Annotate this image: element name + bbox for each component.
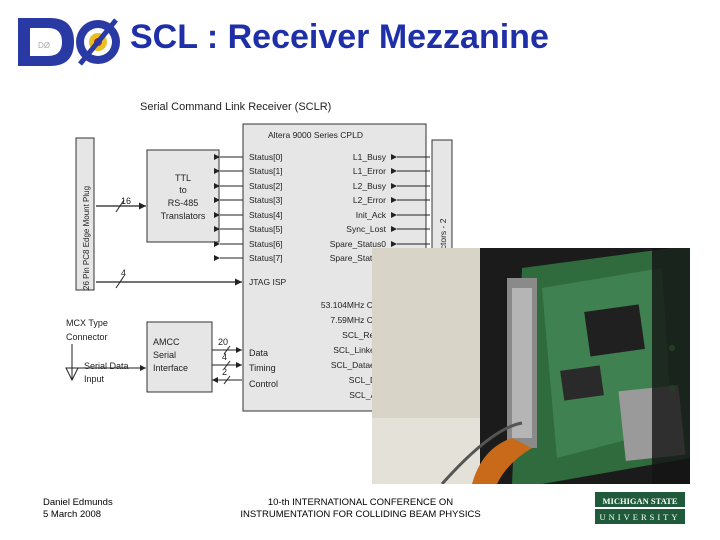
translator-line: to <box>179 185 187 195</box>
right-signal: SCL_Ready <box>342 330 389 340</box>
right-signal: L1_Error <box>353 166 386 176</box>
right-signal: SCL_ACK <box>349 390 388 400</box>
translator-box <box>146 149 220 243</box>
cpld-input-label: Control <box>249 379 278 389</box>
mcx-label: Connector <box>66 332 108 342</box>
conference-line: INSTRUMENTATION FOR COLLIDING BEAM PHYSI… <box>240 509 481 520</box>
msu-line: MICHIGAN STATE <box>602 496 677 506</box>
right-signal: L2_Error <box>353 195 386 205</box>
status-pin: Status[1] <box>249 166 283 176</box>
jtag-label: JTAG ISP <box>249 277 286 287</box>
conference-line: 10-th INTERNATIONAL CONFERENCE ON <box>267 497 454 508</box>
right-signal: Sync_Lost <box>346 224 386 234</box>
cpld-label: Altera 9000 Series CPLD <box>268 130 363 140</box>
status-pin: Status[7] <box>249 253 283 263</box>
diagram-header: Serial Command Link Receiver (SCLR) <box>140 101 331 113</box>
left-connector-label: 26 Pin PC8 Edge Mount Plug <box>82 186 91 290</box>
footer-conference: 10-th INTERNATIONAL CONFERENCE ON INSTRU… <box>218 497 503 521</box>
logo-text: DØ <box>38 41 50 50</box>
mcx-label: MCX Type <box>66 318 108 328</box>
right-signal: SCL_Dataerror <box>331 360 388 370</box>
translator-line: Translators <box>161 211 206 221</box>
status-pin: Status[5] <box>249 224 283 234</box>
bus-4-label: 4 <box>121 268 126 278</box>
amcc-label: Serial <box>153 350 176 360</box>
msu-line: UNIVERSITY <box>600 512 681 522</box>
right-signal: SCL_Data <box>349 375 388 385</box>
translator-line: TTL <box>175 173 191 183</box>
right-signal: Spare_Status1 <box>330 253 387 263</box>
amcc-label: AMCC <box>153 337 180 347</box>
msu-logo: MICHIGAN STATE UNIVERSITY <box>595 492 685 524</box>
slide-title: SCL : Receiver Mezzanine <box>130 18 549 56</box>
bus-16-label: 16 <box>121 196 131 206</box>
bus-count: 20 <box>218 337 228 347</box>
bus-count: 2 <box>222 367 227 377</box>
status-pin: Status[3] <box>249 195 283 205</box>
footer-author-date: Daniel Edmunds 5 March 2008 <box>43 497 113 521</box>
cpld-input-label: Data <box>249 348 268 358</box>
bus-count: 4 <box>222 352 227 362</box>
left-connector-box <box>75 137 95 291</box>
d0-logo: DØ <box>10 12 125 72</box>
serial-input-label: Serial Data <box>84 361 129 371</box>
footer-author: Daniel Edmunds <box>43 497 113 508</box>
right-signal: SCL_Linkerror <box>333 345 388 355</box>
status-pin: Status[0] <box>249 152 283 162</box>
amcc-label: Interface <box>153 363 188 373</box>
amcc-box <box>146 321 213 393</box>
right-signal: 53.104MHz Clock <box>321 300 389 310</box>
right-signal: L2_Busy <box>353 181 387 191</box>
cpld-input-label: Timing <box>249 363 276 373</box>
status-pin: Status[6] <box>249 239 283 249</box>
board-photo <box>372 248 690 484</box>
right-signal: 7.59MHz Clock <box>330 315 388 325</box>
serial-input-label: Input <box>84 374 105 384</box>
status-pin: Status[4] <box>249 210 283 220</box>
translator-line: RS-485 <box>168 198 199 208</box>
footer-date: 5 March 2008 <box>43 509 102 520</box>
right-signals-top: L1_Busy L1_Error L2_Busy L2_Error Init_A… <box>330 152 430 263</box>
status-pins: Status[0] Status[1] Status[2] Status[3] … <box>214 152 283 263</box>
status-pin: Status[2] <box>249 181 283 191</box>
right-signal: Spare_Status0 <box>330 239 387 249</box>
right-signal: Init_Ack <box>356 210 387 220</box>
right-signal: L1_Busy <box>353 152 387 162</box>
